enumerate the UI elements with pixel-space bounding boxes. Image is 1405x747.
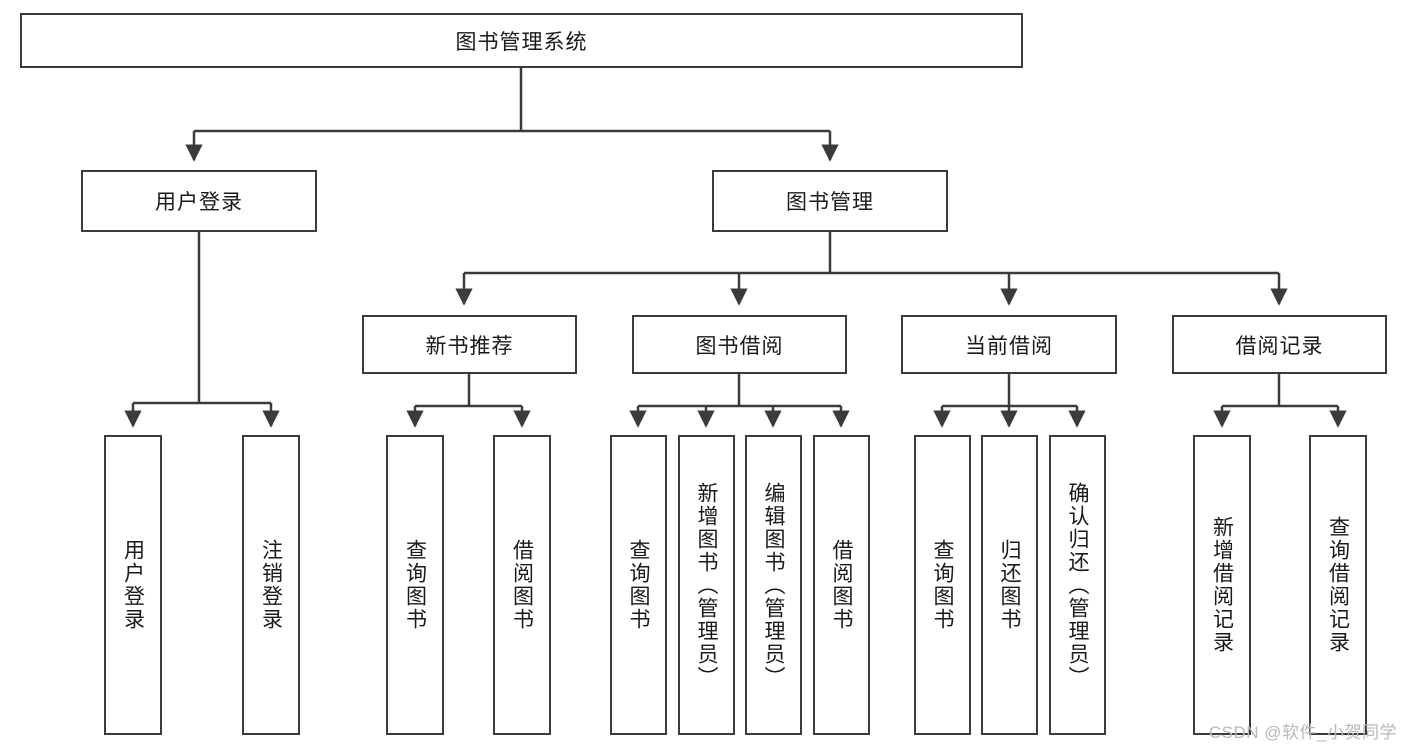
watermark-text: CSDN @软件_小贺同学 (1208, 723, 1397, 742)
leaf-logout-login[interactable]: 注销登录 (242, 435, 300, 735)
leaf-add-record[interactable]: 新增借阅记录 (1193, 435, 1251, 735)
leaf-query-record-label: 查询借阅记录 (1326, 516, 1350, 654)
leaf-confirm-return-label: 确认归还（管理员） (1066, 481, 1089, 689)
leaf-edit-book-label: 编辑图书（管理员） (762, 481, 785, 689)
leaf-user-login-label: 用户登录 (121, 539, 145, 631)
node-new-book-recommend-label: 新书推荐 (425, 334, 514, 358)
leaf-add-book-label: 新增图书（管理员） (695, 481, 718, 689)
leaf-borrow-book-1-label: 借阅图书 (510, 539, 534, 631)
node-user-login-label: 用户登录 (155, 191, 243, 214)
node-root-label: 图书管理系统 (455, 30, 588, 54)
leaf-query-book-1-label: 查询图书 (403, 539, 427, 631)
leaf-borrow-book-2[interactable]: 借阅图书 (813, 435, 870, 735)
node-current-borrow-label: 当前借阅 (965, 334, 1053, 358)
leaf-add-record-label: 新增借阅记录 (1210, 516, 1234, 654)
node-root[interactable]: 图书管理系统 (20, 13, 1023, 68)
leaf-query-book-3[interactable]: 查询图书 (914, 435, 971, 735)
leaf-query-book-2-label: 查询图书 (627, 539, 650, 631)
leaf-query-book-2[interactable]: 查询图书 (610, 435, 667, 735)
node-new-book-recommend[interactable]: 新书推荐 (362, 315, 577, 374)
leaf-edit-book[interactable]: 编辑图书（管理员） (745, 435, 802, 735)
node-user-login[interactable]: 用户登录 (81, 170, 317, 232)
leaf-return-book[interactable]: 归还图书 (981, 435, 1038, 735)
leaf-query-book-3-label: 查询图书 (931, 539, 954, 631)
node-current-borrow[interactable]: 当前借阅 (901, 315, 1117, 374)
node-borrow-record-label: 借阅记录 (1235, 334, 1324, 358)
leaf-return-book-label: 归还图书 (998, 539, 1021, 631)
node-book-borrow[interactable]: 图书借阅 (632, 315, 847, 374)
leaf-confirm-return[interactable]: 确认归还（管理员） (1049, 435, 1106, 735)
leaf-add-book[interactable]: 新增图书（管理员） (678, 435, 735, 735)
leaf-borrow-book-2-label: 借阅图书 (830, 539, 853, 631)
node-book-borrow-label: 图书借阅 (695, 334, 784, 358)
leaf-user-login[interactable]: 用户登录 (104, 435, 162, 735)
leaf-query-book-1[interactable]: 查询图书 (386, 435, 444, 735)
leaf-logout-login-label: 注销登录 (259, 539, 283, 631)
node-book-manage[interactable]: 图书管理 (712, 170, 948, 232)
node-book-manage-label: 图书管理 (786, 191, 874, 214)
leaf-borrow-book-1[interactable]: 借阅图书 (493, 435, 551, 735)
leaf-query-record[interactable]: 查询借阅记录 (1309, 435, 1367, 735)
node-borrow-record[interactable]: 借阅记录 (1172, 315, 1387, 374)
